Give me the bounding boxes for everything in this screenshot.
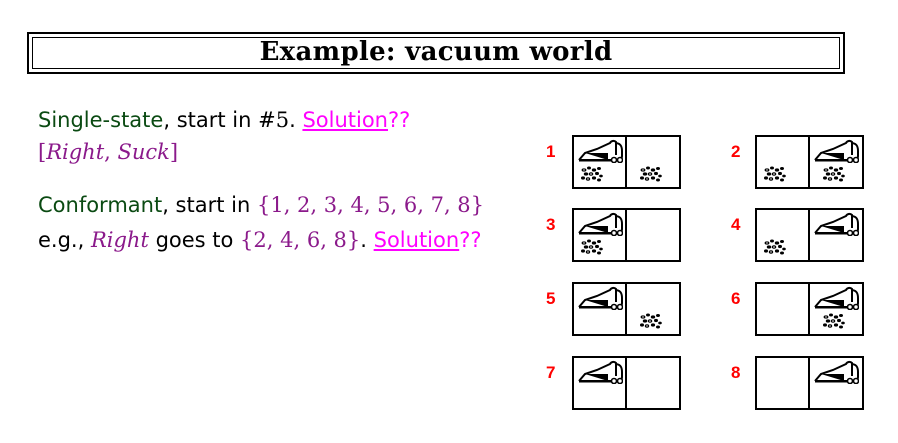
answer-open-bracket: [: [38, 140, 47, 164]
title-frame: Example: vacuum world: [27, 32, 845, 74]
state-box: [755, 282, 864, 336]
state-box: [755, 135, 864, 189]
single-state-label: Single-state: [38, 108, 164, 132]
conformant-line: Conformant, start in {1, 2, 3, 4, 5, 6, …: [38, 193, 484, 217]
conformant-period: .: [360, 228, 374, 252]
vacuum-icon: [813, 286, 859, 310]
left-square: [757, 137, 810, 187]
answer-comma: ,: [104, 140, 118, 164]
right-square: [627, 137, 680, 187]
vacuum-icon: [577, 212, 623, 236]
right-square: [810, 284, 863, 334]
left-square: [757, 210, 810, 260]
single-state-start: #5: [258, 108, 290, 132]
state-label: 1: [546, 142, 556, 161]
right-square: [810, 358, 863, 408]
dirt-icon: [822, 165, 846, 183]
right-square: [627, 210, 680, 260]
single-state-period: .: [289, 108, 303, 132]
answer-close-bracket: ]: [169, 140, 179, 164]
single-state-solution-link[interactable]: Solution: [302, 108, 388, 132]
dirt-icon: [639, 165, 663, 183]
single-state-qq: ??: [388, 108, 411, 132]
conformant-eg: e.g.,: [38, 228, 91, 252]
slide-title: Example: vacuum world: [259, 37, 613, 67]
state-label: 4: [731, 215, 741, 234]
dirt-icon: [639, 312, 663, 330]
state-label: 8: [731, 363, 741, 382]
conformant-solution-link[interactable]: Solution: [373, 228, 460, 252]
conformant-goes-to: goes to: [148, 228, 241, 252]
state-box: [572, 282, 681, 336]
dirt-icon: [763, 165, 787, 183]
left-square: [757, 358, 810, 408]
answer-action-right: Right: [46, 140, 105, 164]
state-label: 5: [546, 289, 556, 308]
conformant-text: , start in: [162, 193, 257, 217]
right-square: [810, 210, 863, 260]
right-square: [627, 284, 680, 334]
dirt-icon: [580, 238, 604, 256]
left-square: [574, 210, 627, 260]
vacuum-icon: [577, 139, 623, 163]
left-square: [574, 358, 627, 408]
dirt-icon: [763, 238, 787, 256]
conformant-start-set: {1, 2, 3, 4, 5, 6, 7, 8}: [256, 193, 485, 217]
state-box: [572, 356, 681, 410]
right-square: [627, 358, 680, 408]
answer-action-suck: Suck: [117, 140, 170, 164]
vacuum-icon: [813, 139, 859, 163]
vacuum-icon: [813, 360, 859, 384]
state-box: [755, 356, 864, 410]
state-box: [572, 135, 681, 189]
dirt-icon: [822, 312, 846, 330]
single-state-answer: [Right, Suck]: [38, 140, 178, 164]
conformant-action: Right: [90, 228, 149, 252]
vacuum-icon: [577, 360, 623, 384]
conformant-example-line: e.g., Right goes to {2, 4, 6, 8}. Soluti…: [38, 228, 481, 252]
state-box: [572, 208, 681, 262]
right-square: [810, 137, 863, 187]
state-label: 7: [546, 363, 556, 382]
conformant-label: Conformant: [38, 193, 163, 217]
vacuum-icon: [577, 286, 623, 310]
conformant-qq: ??: [459, 228, 482, 252]
dirt-icon: [580, 165, 604, 183]
state-box: [755, 208, 864, 262]
state-label: 2: [731, 142, 741, 161]
left-square: [574, 137, 627, 187]
single-state-line: Single-state, start in #5. Solution??: [38, 108, 410, 132]
single-state-text: , start in: [163, 108, 259, 132]
state-label: 6: [731, 289, 741, 308]
left-square: [574, 284, 627, 334]
left-square: [757, 284, 810, 334]
state-label: 3: [546, 215, 556, 234]
vacuum-icon: [813, 212, 859, 236]
conformant-result-set: {2, 4, 6, 8}: [240, 228, 361, 252]
